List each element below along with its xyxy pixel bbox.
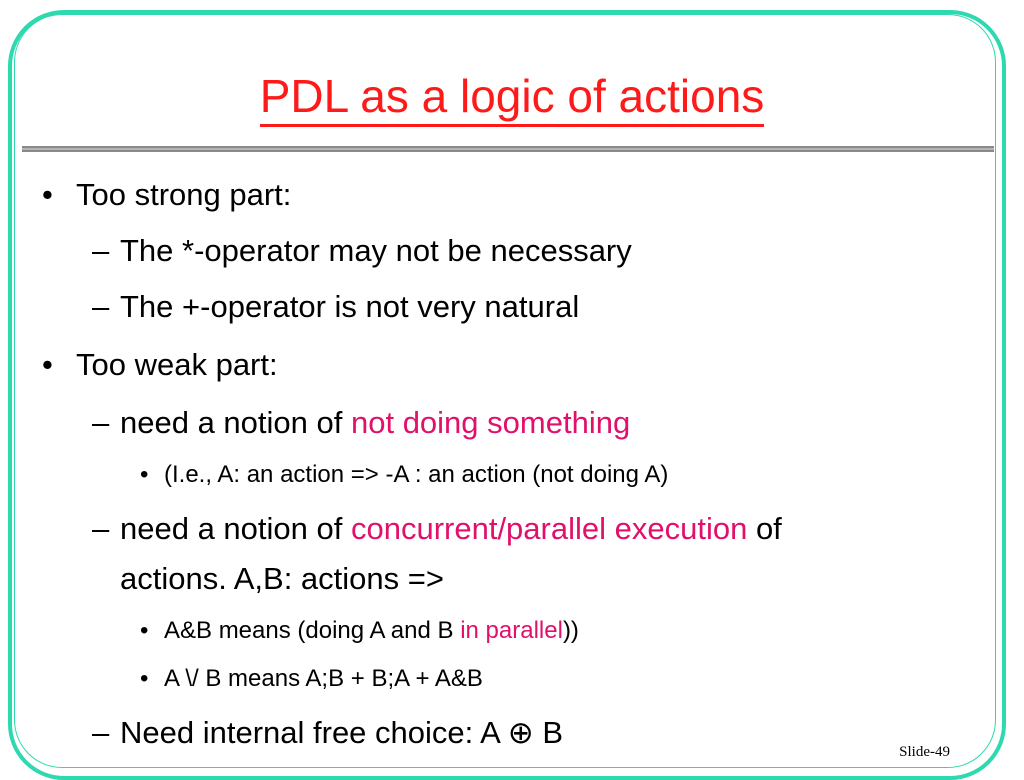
sub-concurrent: need a notion of concurrent/parallel exe… — [120, 511, 782, 546]
sub-concurrent-line2: actions. A,B: actions => — [120, 561, 444, 596]
bullet-marker: • — [140, 617, 149, 644]
dash-marker: – — [92, 715, 110, 750]
sub-plus-operator: The +-operator is not very natural — [120, 289, 580, 324]
bullet-too-weak: Too weak part: — [76, 347, 278, 382]
highlight-in-parallel: in parallel — [460, 617, 563, 644]
sub-not-doing: need a notion of not doing something — [120, 405, 631, 440]
dash-marker: – — [92, 405, 110, 440]
highlight-concurrent: concurrent/parallel execution — [350, 511, 748, 546]
sub-sub-avb: A \/ B means A;B + B;A + A&B — [164, 665, 483, 692]
dash-marker: – — [92, 233, 110, 268]
bullet-marker: • — [42, 347, 53, 382]
bullet-marker: • — [140, 665, 149, 692]
dash-marker: – — [92, 511, 110, 546]
sub-sub-amp: A&B means (doing A and B in parallel)) — [164, 617, 579, 644]
bullet-too-strong: Too strong part: — [76, 177, 292, 212]
slide-title: PDL as a logic of actions — [0, 68, 1024, 127]
sub-sub-ie: (I.e., A: an action => -A : an action (n… — [164, 461, 669, 488]
bullet-marker: • — [42, 177, 53, 212]
highlight-not-doing: not doing something — [350, 405, 631, 440]
bullet-marker: • — [140, 461, 149, 488]
sub-free-choice: Need internal free choice: A ⊕ B — [120, 715, 564, 750]
sub-star-operator: The *-operator may not be necessary — [120, 233, 632, 268]
title-divider — [22, 146, 994, 152]
slide-number: Slide-49 — [899, 744, 950, 760]
dash-marker: – — [92, 289, 110, 324]
slide-frame-inner — [14, 14, 996, 768]
